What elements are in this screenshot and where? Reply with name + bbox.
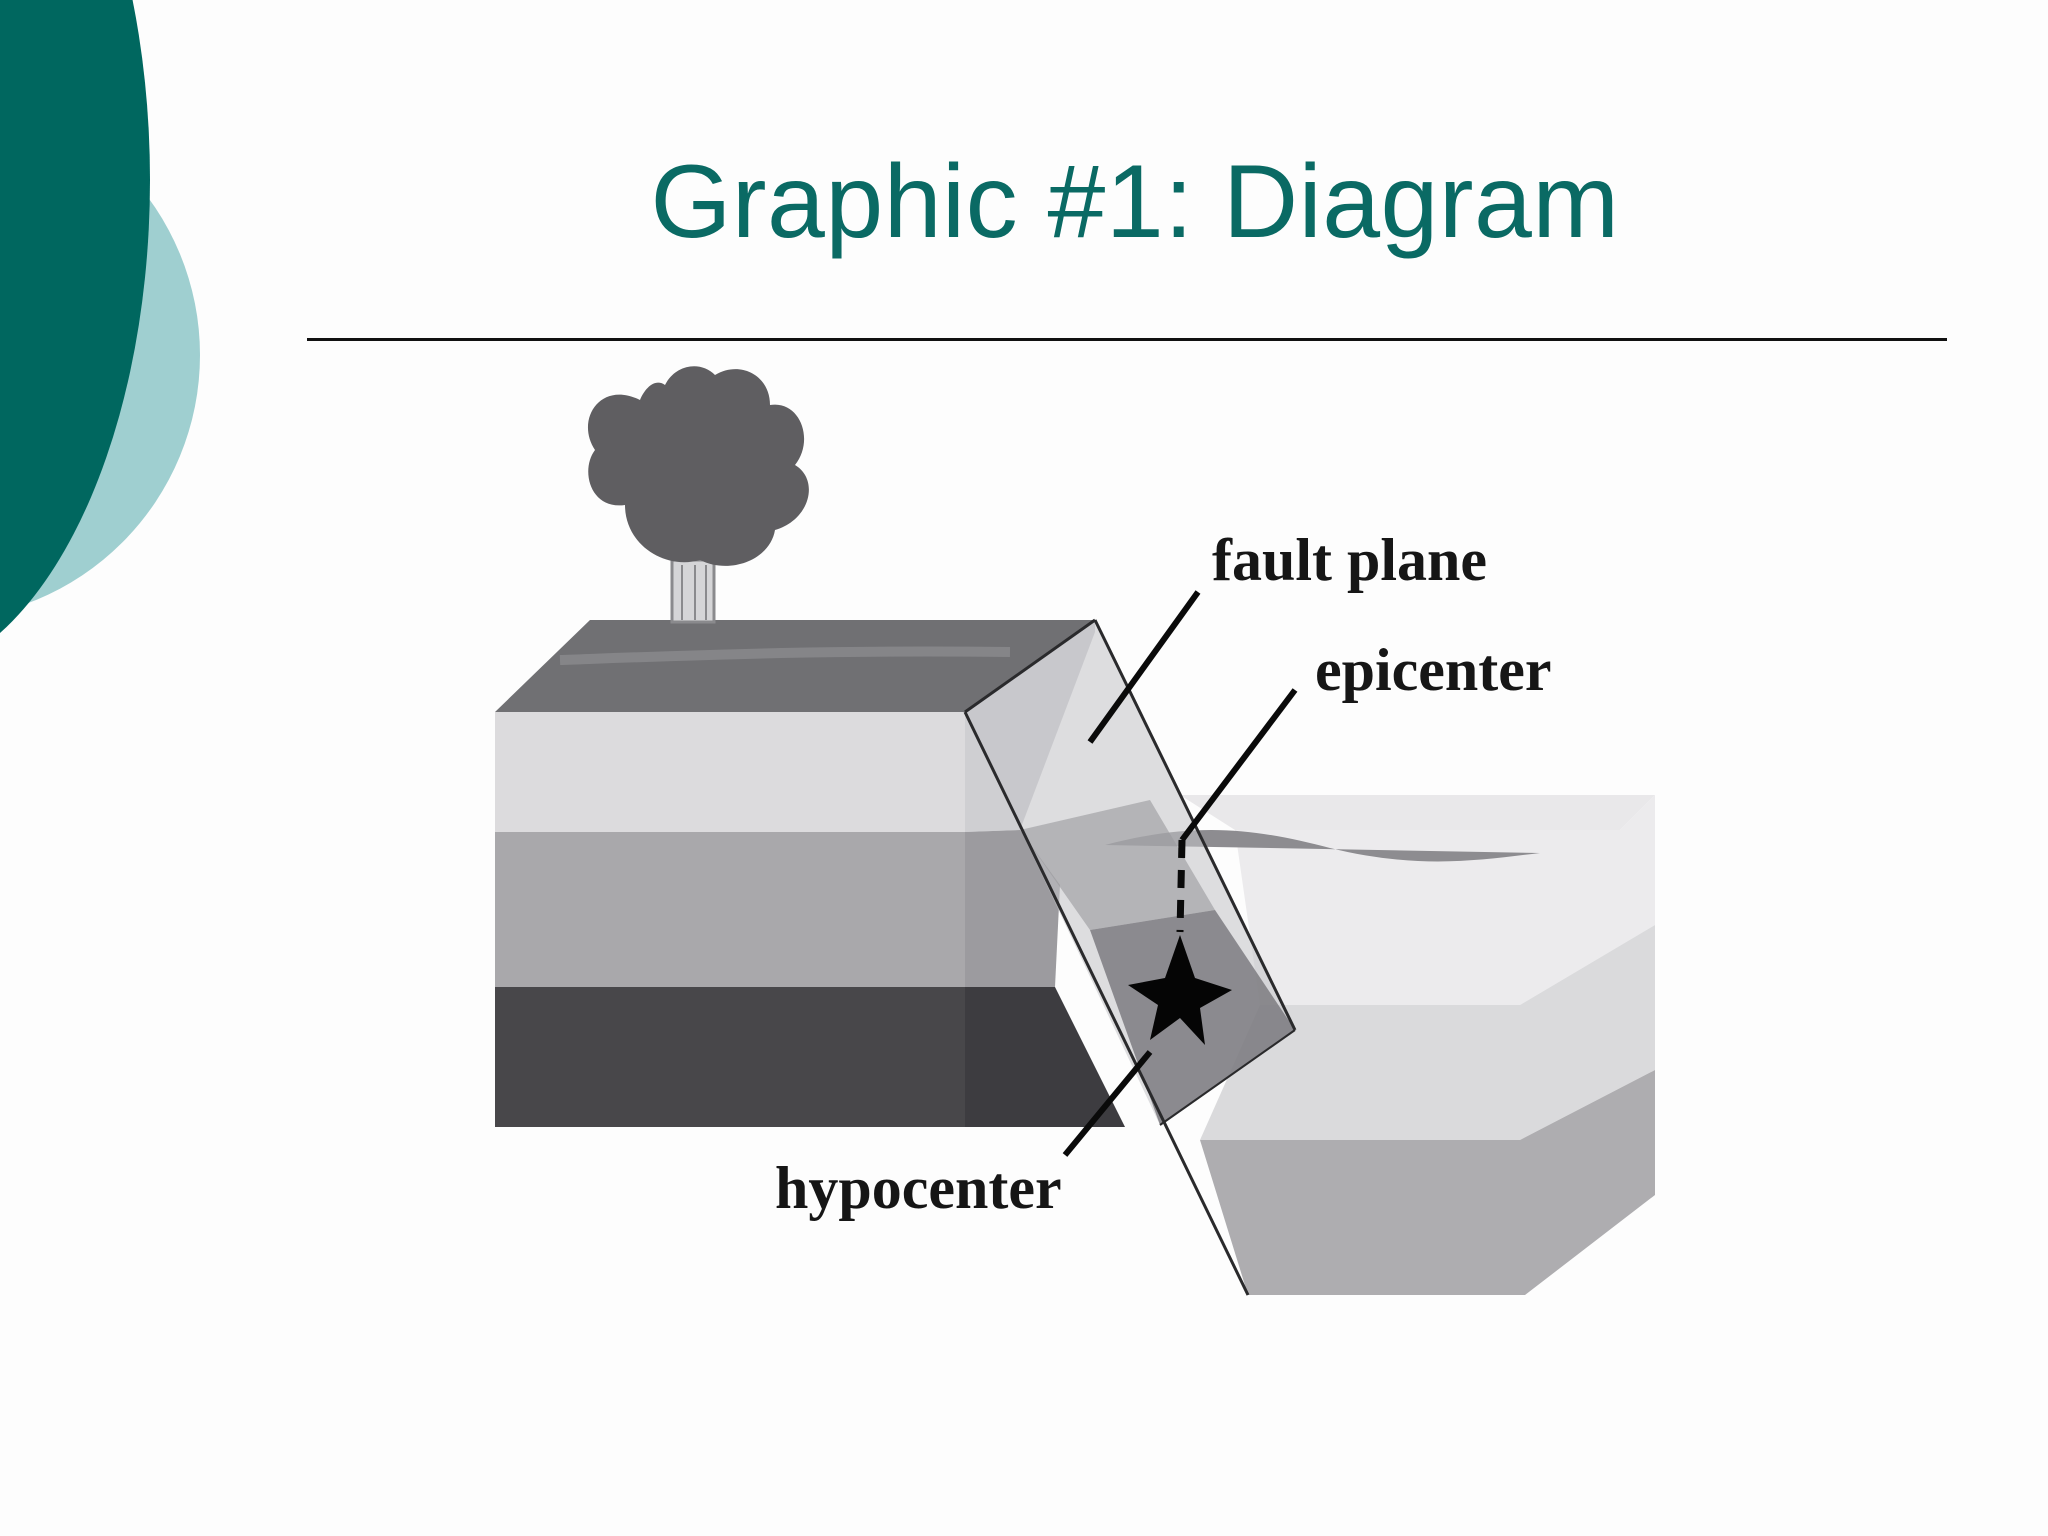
- slide-title: Graphic #1: Diagram: [650, 144, 1620, 260]
- hypocenter-label: hypocenter: [775, 1155, 1062, 1221]
- title-divider: [307, 338, 1947, 341]
- tree: [587, 366, 809, 624]
- left-block: [495, 620, 1125, 1127]
- epicenter-dashed-line: [1176, 839, 1186, 933]
- fault-plane-pointer: [1087, 590, 1201, 744]
- surface-rupture: [1105, 830, 1540, 862]
- epicenter-pointer: [1179, 688, 1298, 842]
- right-block: [1105, 795, 1655, 1295]
- hypocenter-star: [1128, 935, 1232, 1045]
- hypocenter-pointer: [1062, 1050, 1153, 1157]
- epicenter-label: epicenter: [1315, 637, 1552, 703]
- fault-plane-label: fault plane: [1212, 527, 1487, 593]
